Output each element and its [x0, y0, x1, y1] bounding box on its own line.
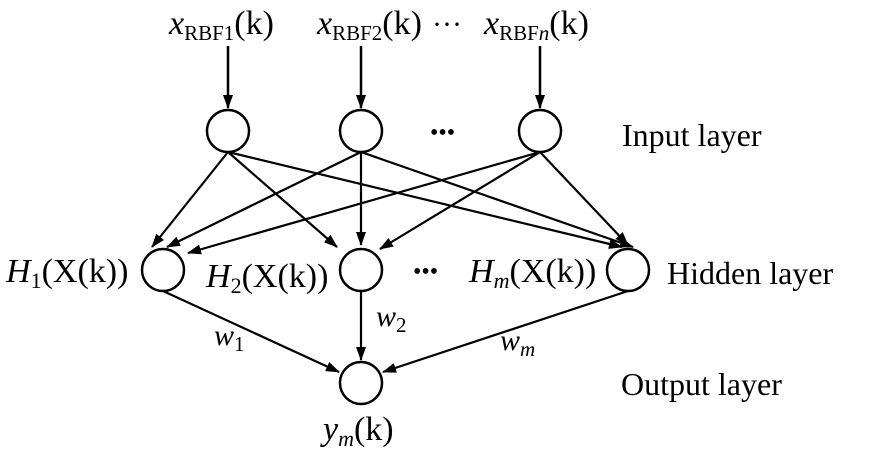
- output-label-arg: (k): [354, 411, 394, 448]
- input-label-2-arg: (k): [382, 5, 422, 42]
- input-label-1-arg: (k): [234, 5, 274, 42]
- hidden-node-ellipsis: •••: [413, 259, 438, 285]
- hidden-label-2-base: H: [205, 258, 233, 295]
- input-node-ellipsis: •••: [430, 120, 455, 146]
- hidden-node-2: [338, 247, 384, 293]
- input-label-2-base: x: [316, 5, 332, 42]
- input-label-n-sub: RBF: [499, 21, 539, 45]
- hidden-label-1-base: H: [5, 253, 33, 290]
- output-label-base: y: [320, 411, 339, 448]
- hidden-label-m-arg: (X(k)): [509, 253, 596, 290]
- input-layer-label: Input layer: [622, 117, 762, 153]
- hidden-node-1: [140, 247, 186, 293]
- weight-label-1-sub: 1: [234, 332, 245, 356]
- input-node-2: [338, 108, 384, 154]
- input-label-n: xRBFn(k): [483, 5, 589, 45]
- input-label-1: xRBF1(k): [168, 5, 274, 45]
- input-label-1-sub: RBF1: [184, 21, 234, 45]
- output-label-sub: m: [338, 426, 354, 451]
- input-node-1: [205, 108, 251, 154]
- hidden-layer-label: Hidden layer: [667, 255, 834, 291]
- hidden-label-1-sub: 1: [31, 268, 42, 293]
- output-label: ym(k): [320, 411, 394, 451]
- hidden-label-m: Hm(X(k)): [468, 253, 596, 293]
- input-node-n: [517, 108, 563, 154]
- weight-label-2-base: w: [376, 300, 396, 333]
- input-label-2: xRBF2(k): [316, 5, 422, 45]
- hidden-label-1: H1(X(k)): [5, 253, 128, 293]
- weight-label-1-base: w: [214, 319, 234, 352]
- weight-label-1: w1: [214, 319, 245, 356]
- input-ellipsis: ···: [432, 8, 462, 41]
- hidden-label-1-arg: (X(k)): [42, 253, 129, 290]
- input-label-n-arg: (k): [549, 5, 589, 42]
- input-label-1-base: x: [168, 5, 184, 42]
- input-label-n-sub-italic: n: [539, 21, 550, 45]
- input-label-n-base: x: [483, 5, 499, 42]
- hidden-label-2: H2(X(k)): [205, 258, 328, 298]
- hidden-label-m-sub: m: [494, 268, 510, 293]
- weight-label-m-base: w: [500, 324, 520, 357]
- output-node: [338, 360, 384, 406]
- hidden-node-m: [605, 247, 651, 293]
- output-layer-label: Output layer: [621, 366, 782, 402]
- weight-label-m: wm: [500, 324, 535, 361]
- input-label-2-sub: RBF2: [332, 21, 382, 45]
- hidden-label-m-base: H: [468, 253, 496, 290]
- weight-label-2: w2: [376, 300, 407, 337]
- hidden-output-connections: [162, 289, 629, 374]
- hidden-label-2-sub: 2: [231, 273, 242, 298]
- weight-label-m-sub: m: [520, 337, 535, 361]
- weight-label-2-sub: 2: [396, 313, 407, 337]
- hidden-label-2-arg: (X(k)): [242, 258, 329, 295]
- input-hidden-connections: [151, 150, 634, 255]
